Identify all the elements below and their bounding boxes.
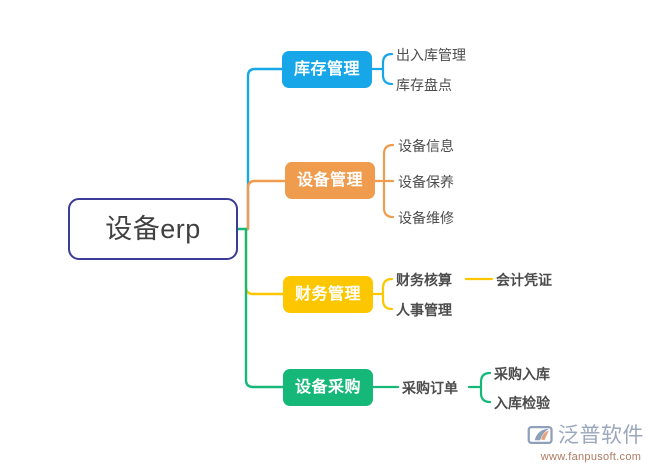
branch-node-caiwuguanli[interactable]: 财务管理 bbox=[283, 276, 373, 313]
root-node[interactable]: 设备erp bbox=[68, 198, 238, 260]
watermark-brand-row: 泛普软件 bbox=[527, 420, 655, 450]
edge-dingdan-bracket bbox=[479, 371, 492, 404]
branch-node-caiwuguanli-label: 财务管理 bbox=[294, 285, 361, 303]
edge-kucun-bracket bbox=[381, 52, 394, 86]
watermark-url-text: www.fanpusoft.com bbox=[540, 451, 642, 463]
leaf-kuaijipingzheng[interactable]: 会计凭证 bbox=[496, 272, 552, 288]
root-node-label: 设备erp bbox=[105, 213, 201, 244]
branch-node-shebeiguanli[interactable]: 设备管理 bbox=[285, 162, 375, 199]
leaf-caiwuhesuan[interactable]: 财务核算 bbox=[396, 272, 452, 288]
branch-node-kucunguanli-label: 库存管理 bbox=[293, 60, 360, 78]
edge-shebeiguanli-bracket bbox=[382, 143, 395, 219]
edge-root-to-kucun bbox=[246, 67, 284, 231]
branch-node-shebeiguanli-label: 设备管理 bbox=[296, 171, 363, 189]
watermark: 泛普软件 www.fanpusoft.com bbox=[527, 420, 655, 466]
leaf-caigouruku[interactable]: 采购入库 bbox=[494, 366, 550, 382]
leaf-churukuguanli[interactable]: 出入库管理 bbox=[396, 47, 466, 63]
leaf-caigoudingdan[interactable]: 采购订单 bbox=[402, 380, 458, 396]
edge-caiwu-bracket bbox=[381, 277, 394, 311]
leaf-kucunpandian[interactable]: 库存盘点 bbox=[396, 77, 452, 93]
leaf-shebeixinxi[interactable]: 设备信息 bbox=[398, 138, 454, 154]
leaf-renshiguanli[interactable]: 人事管理 bbox=[396, 302, 452, 318]
leaf-rukujianyan[interactable]: 入库检验 bbox=[494, 395, 550, 411]
edge-root-to-caiwu bbox=[244, 227, 285, 296]
leaf-shebeiweixiu[interactable]: 设备维修 bbox=[398, 210, 454, 226]
watermark-brand-text: 泛普软件 bbox=[558, 423, 644, 447]
branch-node-shebeicaigou-label: 设备采购 bbox=[294, 378, 361, 396]
branch-node-shebeicaigou[interactable]: 设备采购 bbox=[283, 369, 373, 406]
branch-node-kucunguanli[interactable]: 库存管理 bbox=[282, 51, 372, 88]
leaf-shebeibaoyang[interactable]: 设备保养 bbox=[398, 174, 454, 190]
fanpu-logo-icon bbox=[527, 425, 553, 445]
edge-root-to-shebeiguanli bbox=[246, 179, 287, 231]
edge-root-to-caigou bbox=[244, 227, 285, 389]
